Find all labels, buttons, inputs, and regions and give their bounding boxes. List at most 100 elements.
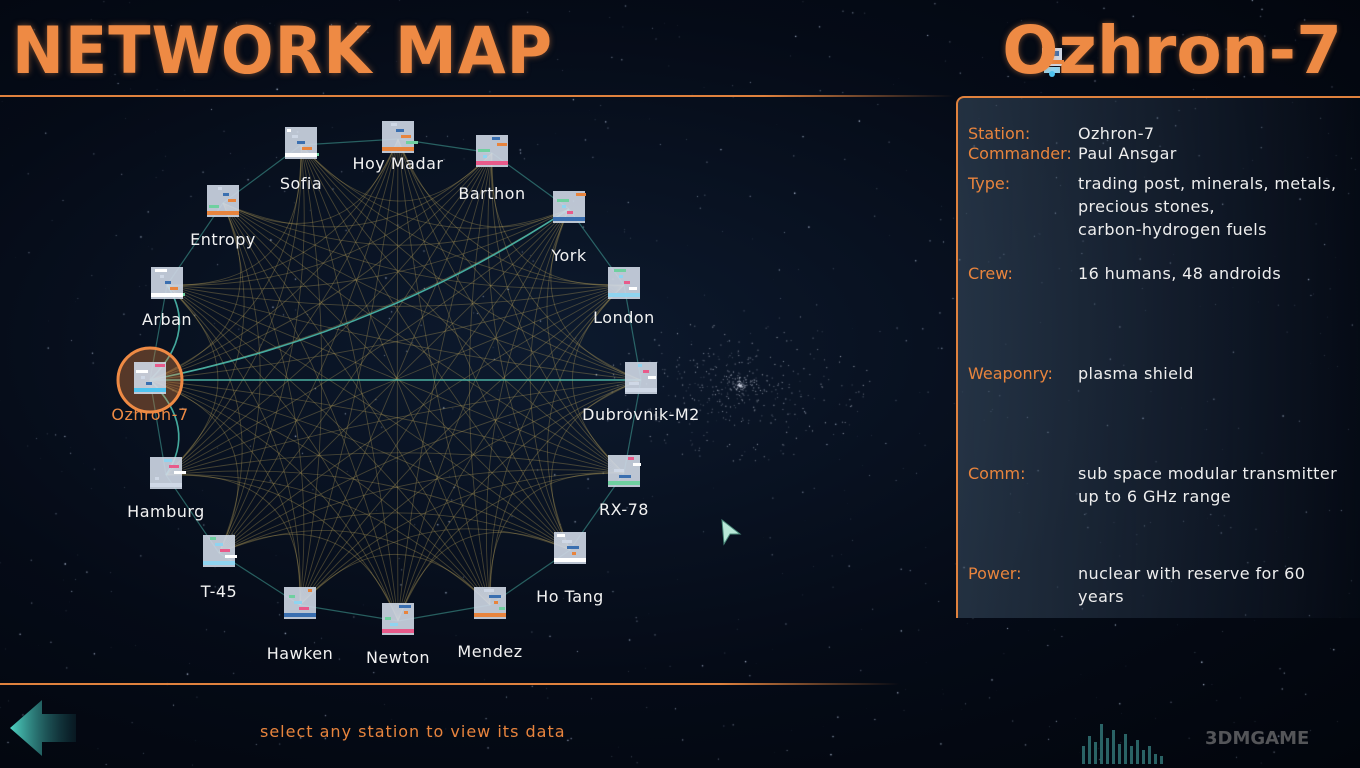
info-crew-label: Crew:: [968, 264, 1013, 283]
space-station-icon: [382, 121, 418, 153]
info-crew-value: 16 humans, 48 androids: [1078, 264, 1282, 283]
network-link: [397, 138, 571, 551]
station-node-ozhron-7[interactable]: Ozhron-7: [111, 346, 188, 424]
station-label: York: [550, 246, 587, 265]
network-map: Sofia Hoy Madar BarthonYorkLondonDubrovnik…: [111, 121, 700, 667]
network-link: [165, 470, 571, 551]
network-link: [149, 379, 625, 474]
station-label: Ho Tang: [536, 587, 604, 606]
page-title: NETWORK MAP: [12, 12, 554, 89]
station-node-london[interactable]: London: [593, 267, 655, 327]
network-link: [489, 284, 625, 606]
network-link: [165, 208, 570, 476]
network-link: [165, 138, 399, 476]
info-weaponry-label: Weaponry:: [968, 364, 1053, 383]
network-link: [166, 284, 571, 551]
station-node-barthon[interactable]: Barthon: [458, 135, 525, 203]
space-station-icon: [284, 587, 316, 619]
station-node-hamburg[interactable]: Hamburg: [127, 457, 205, 521]
info-commander-label: Commander:: [968, 144, 1072, 163]
station-label: RX-78: [599, 500, 649, 519]
network-ring-link: [299, 604, 399, 622]
network-link: [165, 474, 491, 606]
network-link: [165, 379, 642, 476]
info-commander-value: Paul Ansgar: [1078, 144, 1177, 163]
network-link: [300, 144, 571, 551]
info-power-line: nuclear with reserve for 60: [1078, 564, 1306, 583]
header-divider: [0, 95, 955, 97]
network-link: [300, 144, 625, 474]
network-link: [397, 379, 642, 622]
space-station-icon: [476, 135, 508, 167]
station-label: Hoy Madar: [352, 154, 443, 173]
info-comm-line: sub space modular transmitter: [1078, 464, 1338, 483]
info-type-label: Type:: [968, 174, 1011, 193]
network-link: [299, 528, 571, 606]
space-station-icon: [203, 535, 237, 567]
station-node-sofia[interactable]: Sofia: [280, 127, 322, 193]
info-station-value: Ozhron-7: [1078, 124, 1155, 143]
network-link: [166, 284, 243, 554]
network-link: [218, 152, 493, 554]
station-node-york[interactable]: York: [550, 191, 587, 265]
info-type-line: carbon-hydrogen fuels: [1078, 220, 1267, 239]
network-link: [166, 144, 302, 286]
network-link: [300, 144, 399, 622]
network-link: [149, 138, 399, 381]
station-label: Newton: [366, 648, 430, 667]
station-node-dubrovnik-m2[interactable]: Dubrovnik-M2: [582, 362, 700, 424]
network-link: [489, 379, 642, 606]
network-link: [222, 202, 571, 551]
network-link: [300, 144, 491, 606]
station-label: Sofia: [280, 174, 322, 193]
info-type-line: trading post, minerals, metals,: [1078, 174, 1337, 193]
network-link: [547, 284, 625, 551]
network-link: [149, 144, 302, 381]
info-comm-label: Comm:: [968, 464, 1026, 483]
station-node-rx-78[interactable]: RX-78: [599, 455, 649, 519]
space-station-icon: [207, 185, 239, 217]
station-label: Dubrovnik-M2: [582, 405, 700, 424]
network-link: [218, 144, 305, 554]
back-arrow-icon[interactable]: [8, 698, 78, 758]
footer-divider: [0, 683, 900, 685]
network-link: [166, 152, 493, 286]
station-label: Arban: [142, 310, 192, 329]
audio-equalizer-icon: [1082, 724, 1163, 764]
network-link: [397, 284, 625, 622]
network-link: [397, 208, 570, 622]
network-link: [222, 138, 399, 224]
network-link: [222, 202, 399, 622]
network-link: [299, 208, 570, 606]
network-link: [149, 379, 301, 606]
station-node-t-45[interactable]: T-45: [200, 535, 237, 601]
network-link: [487, 152, 571, 551]
network-link: [149, 379, 399, 622]
station-node-mendez[interactable]: Mendez: [457, 587, 522, 661]
station-node-newton[interactable]: Newton: [366, 603, 430, 667]
network-link: [166, 284, 301, 606]
station-node-entropy[interactable]: Entropy: [190, 185, 256, 249]
network-link: [218, 208, 570, 554]
network-link: [397, 138, 625, 286]
network-link: [397, 138, 491, 606]
network-link: [218, 533, 399, 622]
network-link: [218, 530, 491, 606]
station-node-hoy-madar[interactable]: Hoy Madar: [352, 121, 443, 173]
network-link: [397, 532, 571, 622]
network-link: [300, 144, 493, 202]
network-link: [165, 144, 302, 476]
station-node-hawken[interactable]: Hawken: [267, 587, 334, 663]
network-link: [489, 472, 625, 606]
network-link: [218, 512, 571, 554]
network-link: [218, 284, 625, 554]
network-link: [166, 284, 491, 606]
network-link: [300, 144, 642, 381]
selected-station-title: Ozhron-7: [1002, 12, 1342, 89]
network-link: [300, 144, 625, 286]
mouse-cursor-icon: [721, 518, 742, 546]
station-node-ho-tang[interactable]: Ho Tang: [536, 532, 604, 606]
station-node-arban[interactable]: Arban: [142, 267, 192, 329]
space-station-icon: [382, 603, 414, 635]
info-power-label: Power:: [968, 564, 1022, 583]
